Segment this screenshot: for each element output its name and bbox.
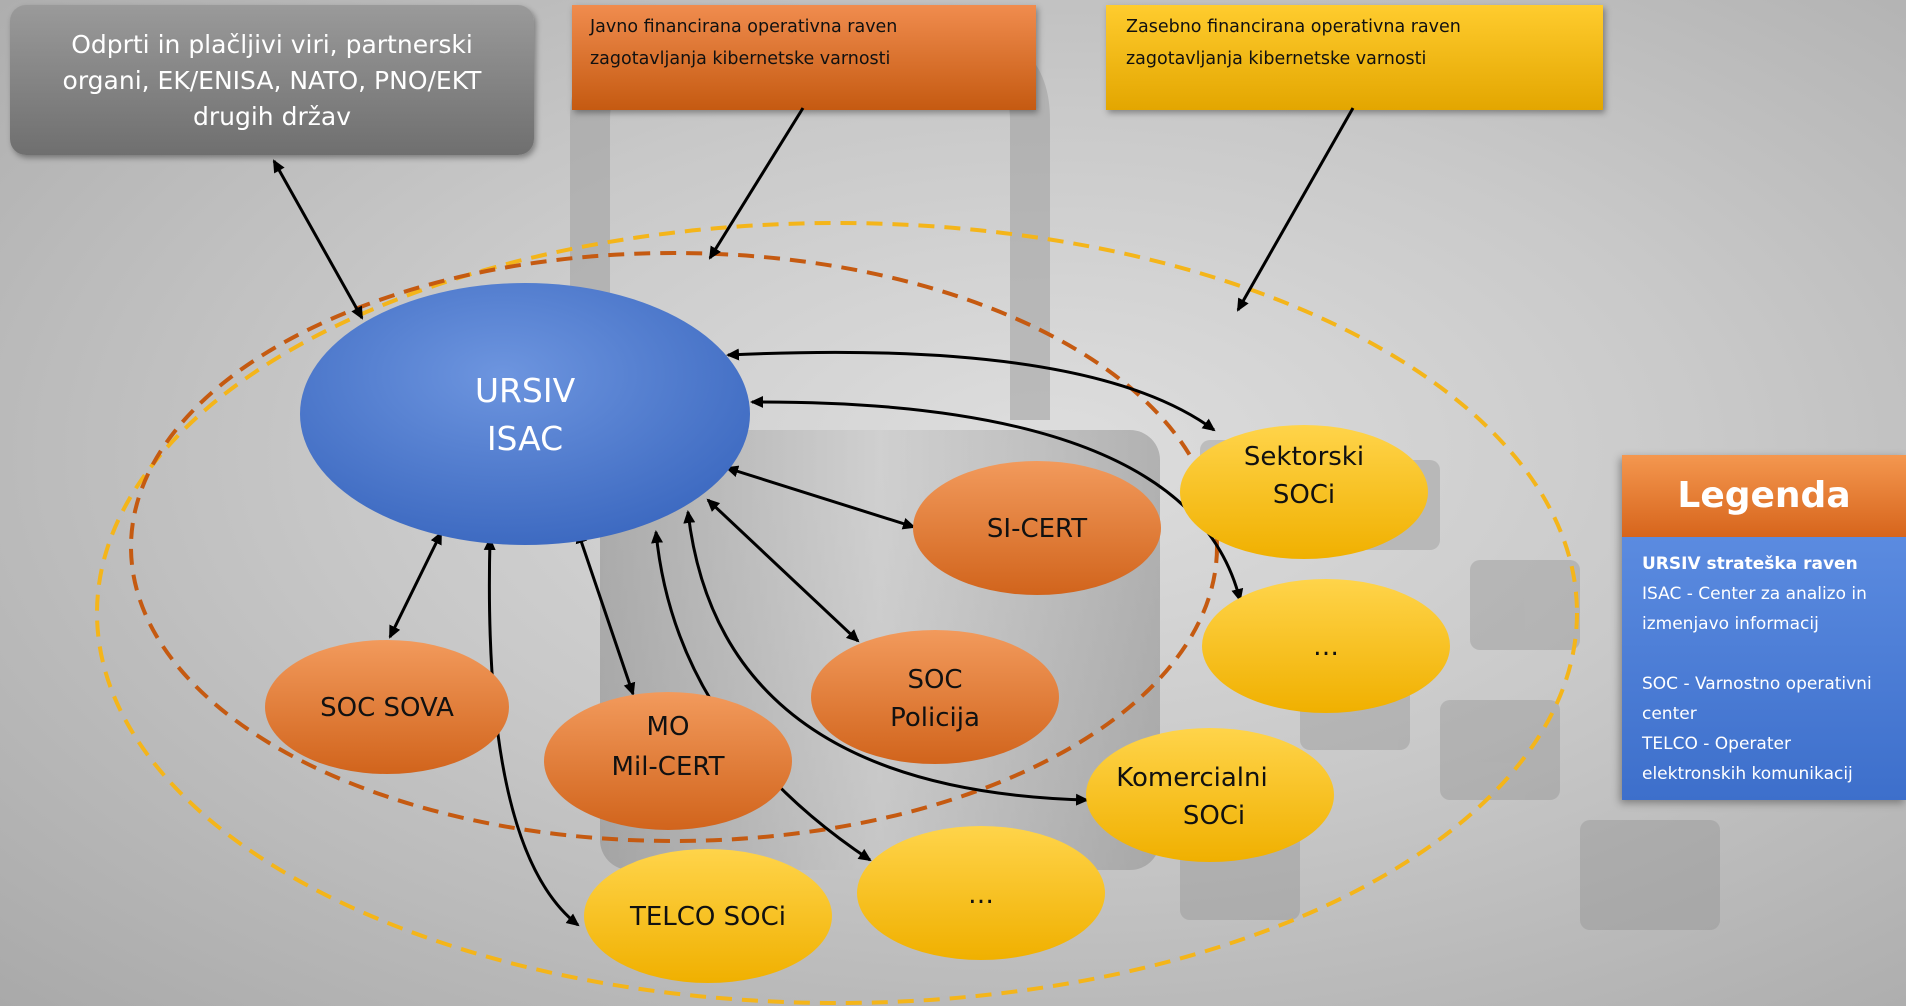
legend-line-soc-1: SOC - Varnostno operativni — [1642, 674, 1872, 694]
legend-line-isac-2: izmenjavo informacij — [1642, 614, 1819, 634]
node-soc-sova: SOC SOVA — [265, 640, 509, 774]
external-line-1: Odprti in plačljivi viri, partnerski — [71, 30, 473, 59]
policija-label-1: SOC — [907, 665, 962, 695]
policija-label-2: Policija — [890, 703, 980, 733]
sektorski-label-1: Sektorski — [1244, 442, 1364, 472]
node-ursiv-isac: URSIV ISAC — [300, 283, 750, 545]
node-sektorski-soci: Sektorski SOCi — [1180, 425, 1428, 559]
sova-label: SOC SOVA — [320, 693, 454, 723]
private-ring — [95, 221, 1579, 1005]
dots-bottom-label: … — [968, 880, 994, 910]
arrow-ursiv-sicert — [725, 465, 916, 530]
private-level-box: Zasebno financirana operativna raven zag… — [1106, 5, 1603, 110]
legend-line-ursiv: URSIV strateška raven — [1642, 554, 1858, 574]
arrow-ursiv-policija — [706, 498, 860, 643]
arrow-ursiv-milcert — [575, 530, 636, 696]
public-line-1: Javno financirana operativna raven — [590, 17, 898, 37]
komercialni-label-1: Komercialni — [1116, 763, 1267, 793]
public-line-2: zagotavljanja kibernetske varnosti — [590, 49, 891, 69]
public-level-box: Javno financirana operativna raven zagot… — [572, 5, 1036, 110]
legend-line-telco-1: TELCO - Operater — [1642, 734, 1791, 754]
node-mo-milcert: MO Mil-CERT — [544, 692, 792, 830]
private-line-1: Zasebno financirana operativna raven — [1126, 17, 1461, 37]
arrow-ursiv-sova — [388, 531, 443, 639]
legend-line-isac-1: ISAC - Center za analizo in — [1642, 584, 1867, 604]
legend-body: URSIV strateška raven ISAC - Center za a… — [1622, 537, 1906, 800]
node-dots-right: … — [1202, 579, 1450, 713]
arrow-public-ring — [708, 107, 805, 260]
arrow-external-ursiv — [272, 159, 364, 320]
node-soc-policija: SOC Policija — [811, 630, 1059, 764]
ursiv-label-1: URSIV — [475, 371, 576, 410]
komercialni-label-2: SOCi — [1183, 801, 1245, 831]
legend-title: Legenda — [1622, 455, 1906, 537]
private-line-2: zagotavljanja kibernetske varnosti — [1126, 49, 1427, 69]
ursiv-label-2: ISAC — [487, 419, 563, 458]
milcert-label-1: MO — [647, 712, 690, 742]
legend-line-telco-2: elektronskih komunikacij — [1642, 764, 1853, 784]
arrow-ursiv-dots-right — [750, 395, 1244, 602]
legend-line-soc-2: center — [1642, 704, 1697, 724]
arrow-ursiv-telco — [483, 537, 580, 927]
sektorski-label-2: SOCi — [1273, 480, 1335, 510]
telco-label: TELCO SOCi — [629, 902, 786, 932]
legend-panel: Legenda URSIV strateška raven ISAC - Cen… — [1622, 455, 1906, 800]
node-telco-soci: TELCO SOCi — [584, 849, 832, 983]
external-line-3: drugih držav — [193, 102, 351, 131]
sicert-label: SI-CERT — [987, 514, 1087, 544]
milcert-label-2: Mil-CERT — [612, 752, 725, 782]
external-sources-box: Odprti in plačljivi viri, partnerski org… — [10, 5, 534, 155]
dots-right-label: … — [1313, 632, 1339, 662]
node-si-cert: SI-CERT — [913, 461, 1161, 595]
arrow-private-ring — [1236, 107, 1355, 312]
external-line-2: organi, EK/ENISA, NATO, PNO/EKT — [62, 66, 482, 95]
node-dots-bottom: … — [857, 826, 1105, 960]
node-komercialni-soci: Komercialni SOCi — [1086, 728, 1334, 862]
